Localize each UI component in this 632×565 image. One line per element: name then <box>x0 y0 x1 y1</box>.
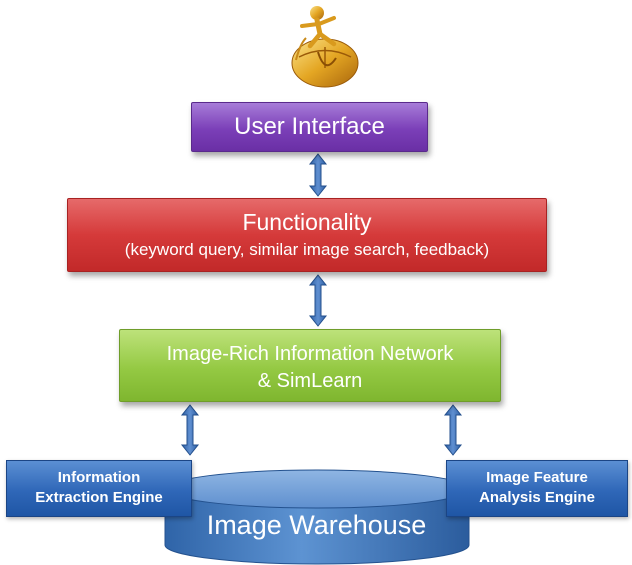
user-interface-label: User Interface <box>234 113 385 140</box>
arrow-functionality-network <box>308 274 328 327</box>
functionality-box: Functionality (keyword query, similar im… <box>67 198 547 272</box>
network-label-line1: Image-Rich Information Network <box>166 343 454 365</box>
arrow-network-left-engine <box>180 404 200 456</box>
image-warehouse-cylinder <box>164 469 470 565</box>
arrow-ui-functionality <box>308 153 328 197</box>
right-engine-line1: Image Feature <box>486 469 588 486</box>
image-feature-analysis-engine-box: Image Feature Analysis Engine <box>446 460 628 517</box>
user-interface-box: User Interface <box>191 102 428 152</box>
left-engine-line2: Extraction Engine <box>35 489 163 506</box>
image-warehouse-label: Image Warehouse <box>206 510 427 540</box>
information-extraction-engine-box: Information Extraction Engine <box>6 460 192 517</box>
right-engine-line2: Analysis Engine <box>479 489 595 506</box>
functionality-title: Functionality <box>242 209 372 235</box>
network-label-line2: & SimLearn <box>257 370 363 392</box>
left-engine-line1: Information <box>57 469 141 486</box>
figure-on-computer-mouse-icon <box>291 6 359 88</box>
arrow-network-right-engine <box>443 404 463 456</box>
network-simlearn-box: Image-Rich Information Network & SimLear… <box>119 329 501 402</box>
functionality-subtitle: (keyword query, similar image search, fe… <box>124 240 490 259</box>
